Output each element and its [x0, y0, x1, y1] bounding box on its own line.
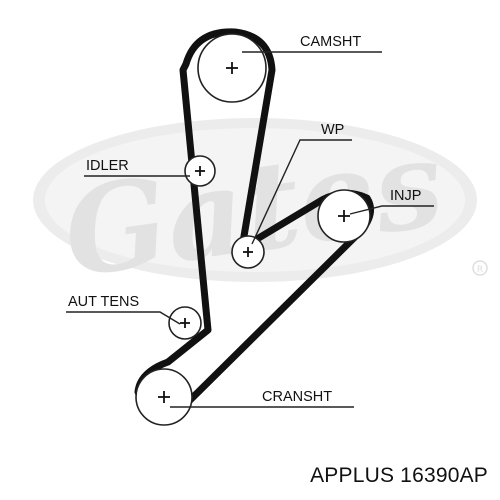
- label-auto-tensioner: AUT TENS: [68, 294, 139, 310]
- camshaft-pulley: [197, 33, 267, 103]
- leader-lines: [66, 51, 434, 408]
- part-caption: APPLUS 16390AP: [310, 464, 488, 487]
- label-crankshaft: CRANSHT: [262, 389, 332, 405]
- water-pump-pulley: [231, 235, 265, 269]
- label-injection-pump: INJP: [390, 188, 421, 204]
- idler-pulley: [184, 155, 216, 187]
- svg-text:R: R: [477, 265, 483, 275]
- label-idler: IDLER: [86, 158, 129, 174]
- injection-pump-pulley: [317, 189, 371, 243]
- auto-tensioner-pulley: [168, 306, 202, 340]
- registered-mark-icon: R: [472, 260, 488, 276]
- label-water-pump: WP: [321, 122, 344, 138]
- crankshaft-pulley: [135, 368, 193, 426]
- label-camshaft: CAMSHT: [300, 34, 361, 50]
